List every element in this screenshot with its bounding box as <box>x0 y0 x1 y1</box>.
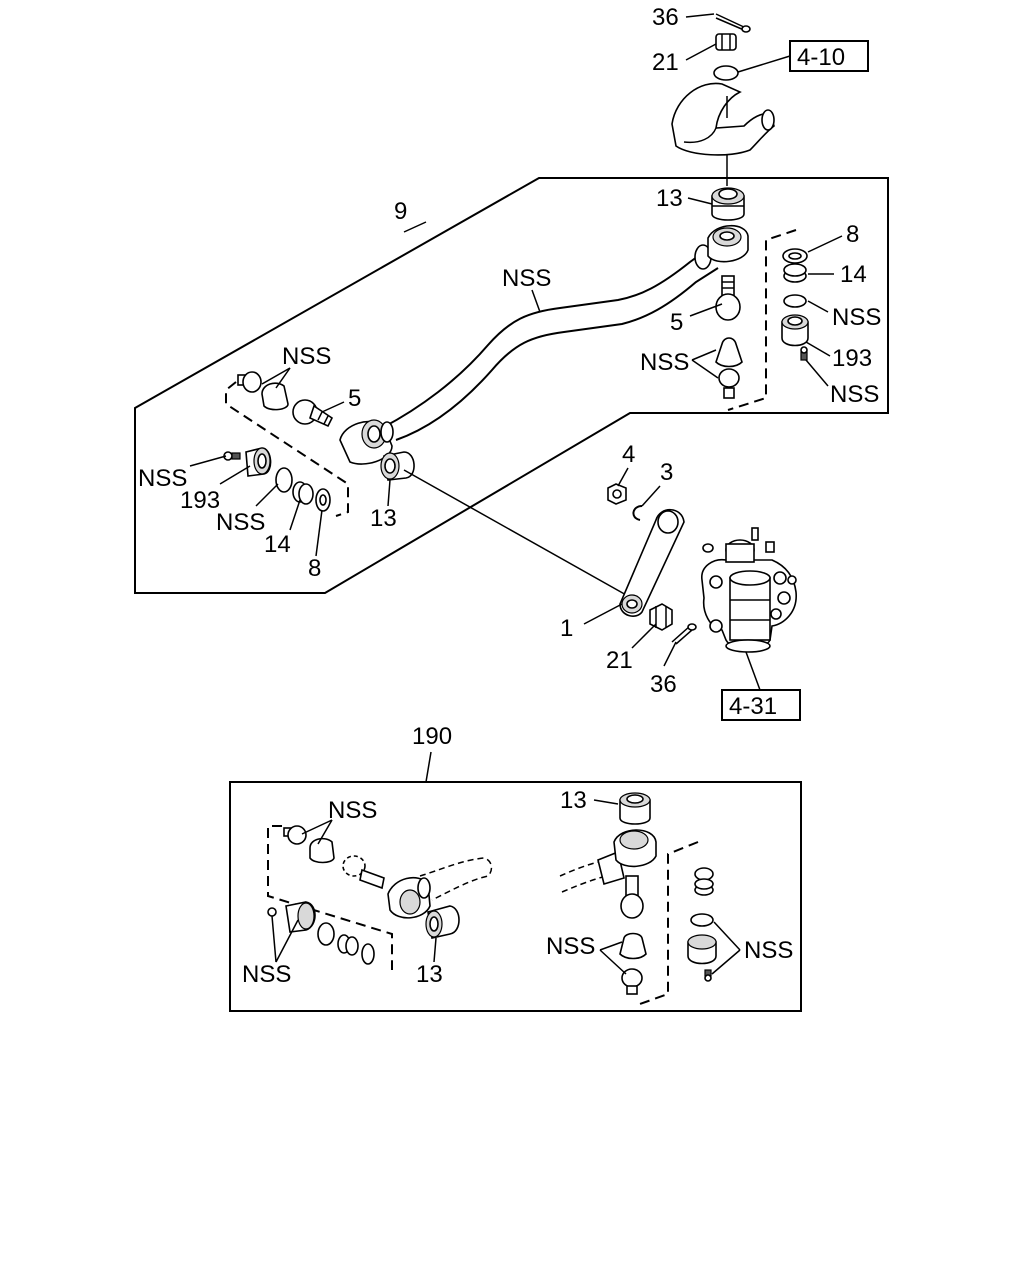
callout-nss-kit-right: NSS <box>744 937 793 964</box>
callout-nss-kit-mid: NSS <box>546 933 595 960</box>
kit-tube-right <box>559 829 657 893</box>
dust-cover-right <box>715 337 743 368</box>
kit-bushing-13-top <box>619 792 651 825</box>
o-ring-right <box>783 294 807 308</box>
snap-ring-3 <box>632 505 643 521</box>
kit-washer-left <box>361 943 375 965</box>
grease-nipple-left-top <box>237 371 262 393</box>
ball-stud-5-right <box>715 275 741 321</box>
ref-box-4-31 <box>721 689 801 721</box>
kit-ball-stud-right <box>620 875 644 919</box>
callout-nss-kit-left-top: NSS <box>328 797 377 824</box>
kit-bushing-13-left <box>425 905 460 939</box>
callout-14-left: 14 <box>264 531 291 558</box>
callout-193-right: 193 <box>832 345 872 372</box>
cotter-pin-36-bottom <box>671 623 697 645</box>
kit-ball-stud-ghost <box>342 855 385 890</box>
callout-13-kit-top: 13 <box>560 787 587 814</box>
grease-nipple-left <box>223 451 241 461</box>
repair-kit-190-outline <box>229 781 802 1012</box>
ball-stud-5-left <box>292 399 334 428</box>
callout-5-right: 5 <box>670 309 683 336</box>
callout-nss-right-screw: NSS <box>830 381 879 408</box>
callout-8-right: 8 <box>846 221 859 248</box>
dust-cover-left <box>261 382 289 411</box>
ref-label-4-10: 4-10 <box>797 44 845 71</box>
kit-right-dashed-bracket <box>639 841 699 1005</box>
bushing-13-left <box>380 451 415 481</box>
kit-seat-right <box>621 968 643 995</box>
callout-13-kit-left: 13 <box>416 961 443 988</box>
callout-4: 4 <box>622 441 635 468</box>
callout-nss-left-group: NSS <box>282 343 331 370</box>
o-ring-left <box>275 467 293 493</box>
kit-spring-left <box>337 934 359 956</box>
callout-190: 190 <box>412 723 452 750</box>
kit-spring-right <box>694 878 714 896</box>
assembly-9-outline <box>134 177 889 594</box>
right-kit-dashed-bracket <box>727 229 797 411</box>
callout-nss-right-cap: NSS <box>640 349 689 376</box>
kit-left-dashed-bracket <box>267 825 393 970</box>
kit-dust-cover <box>309 837 335 864</box>
bushing-13-upper <box>711 187 745 221</box>
spring-14-left <box>292 481 314 505</box>
kit-plug-right <box>687 934 717 965</box>
kit-o-ring-left <box>317 922 335 946</box>
nut-4 <box>607 483 627 505</box>
callout-36-bottom: 36 <box>650 671 677 698</box>
seat-right <box>718 368 740 399</box>
callout-13-upper: 13 <box>656 185 683 212</box>
callout-21-bottom: 21 <box>606 647 633 674</box>
callout-5-left: 5 <box>348 385 361 412</box>
callout-3: 3 <box>660 459 673 486</box>
callout-nss-left-ring: NSS <box>216 509 265 536</box>
kit-grease-nipple-left <box>267 907 277 917</box>
callout-9: 9 <box>394 198 407 225</box>
grease-nipple-right <box>800 346 808 361</box>
steering-gear-box <box>701 527 797 653</box>
kit-grease-nipple-right <box>704 969 712 982</box>
callout-14-right: 14 <box>840 261 867 288</box>
plug-193-right <box>781 314 809 347</box>
ref-label-4-31: 4-31 <box>729 693 777 720</box>
left-kit-dashed-bracket <box>225 381 349 517</box>
plug-193-left <box>245 447 272 477</box>
kit-dust-cover-right <box>619 932 647 960</box>
callout-21-top: 21 <box>652 49 679 76</box>
spring-14-right <box>783 263 807 283</box>
relay-arm-1 <box>619 508 685 617</box>
kit-o-ring-right <box>690 913 714 927</box>
callout-1: 1 <box>560 615 573 642</box>
drag-link-tube <box>381 244 719 441</box>
callout-nss-kit-left-bottom: NSS <box>242 961 291 988</box>
callout-36-top: 36 <box>652 4 679 31</box>
callout-193-left: 193 <box>180 487 220 514</box>
ref-box-4-10 <box>789 40 869 72</box>
kit-tube-ghost <box>387 857 493 919</box>
ball-socket-left <box>339 419 394 465</box>
callout-8-left: 8 <box>308 555 321 582</box>
ball-socket-right <box>707 224 749 263</box>
callout-13-left: 13 <box>370 505 397 532</box>
callout-nss-tube: NSS <box>502 265 551 292</box>
pitman-arm-upper <box>671 65 775 156</box>
callout-nss-right-ring: NSS <box>832 304 881 331</box>
washer-8-left <box>315 488 331 512</box>
kit-grease-nipple-top <box>283 825 307 845</box>
castle-nut-21-top <box>715 33 737 51</box>
cotter-pin-36-top <box>715 13 751 33</box>
kit-plug-left <box>285 901 316 933</box>
washer-8-right <box>782 248 808 264</box>
callout-nss-left-screw: NSS <box>138 465 187 492</box>
